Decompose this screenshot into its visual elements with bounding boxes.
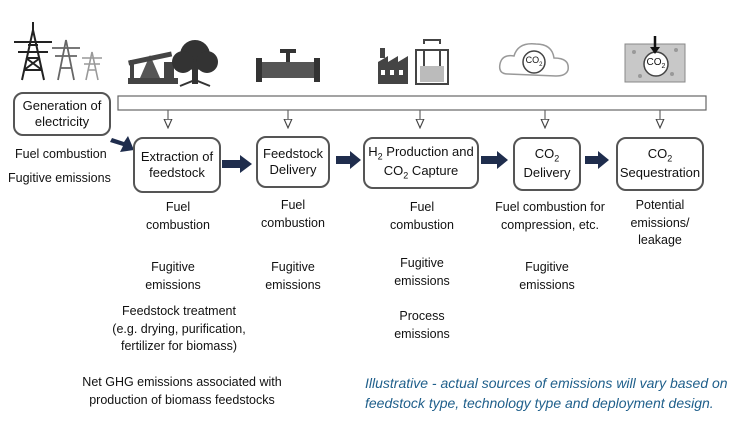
- extraction-of-feedstock-box: Extraction of feedstock: [133, 137, 221, 193]
- delivery-label: Feedstock Delivery: [263, 145, 323, 177]
- generation-fugitive-emissions: Fugitive emissions: [8, 171, 111, 185]
- flow-arrow: [336, 151, 361, 169]
- factory-icon: [378, 48, 408, 84]
- generation-of-electricity-box: Generation of electricity: [13, 92, 111, 136]
- feedstock-delivery-box: Feedstock Delivery: [256, 136, 330, 188]
- flow-arrow: [585, 151, 609, 169]
- extraction-feedstock-treatment: Feedstock treatment (e.g. drying, purifi…: [112, 304, 246, 353]
- co2-delivery-fuel-combustion: Fuel combustion for compression, etc.: [495, 200, 605, 232]
- co2-storage-label: CO2: [646, 57, 666, 70]
- tree-icon: [172, 40, 218, 87]
- note-line-1: Illustrative - actual sources of emissio…: [365, 375, 728, 391]
- illustrative-note: Illustrative - actual sources of emissio…: [365, 373, 750, 414]
- co2-cloud-icon: [498, 43, 569, 77]
- electricity-distribution-lines: [117, 95, 707, 124]
- flow-arrow: [110, 136, 134, 152]
- h2-production-box: H2 Production and CO2 Capture: [363, 137, 479, 189]
- generation-label: Generation of electricity: [22, 97, 102, 129]
- delivery-fugitive-emissions: Fugitive emissions: [265, 260, 321, 292]
- note-line-2: feedstock type, technology type and depl…: [365, 395, 714, 412]
- extraction-fuel-combustion: Fuel combustion: [146, 200, 210, 232]
- h2-process-emissions: Process emissions: [394, 309, 450, 341]
- extraction-label: Extraction of feedstock: [140, 148, 214, 180]
- oil-pump-icon: [128, 51, 178, 84]
- extraction-fugitive-emissions: Fugitive emissions: [145, 260, 201, 292]
- transmission-tower-icon: [82, 51, 102, 81]
- co2-cloud-label: CO2: [525, 55, 543, 68]
- co2-sequestration-box: CO2 Sequestration: [616, 137, 704, 191]
- electrolyzer-icon: [415, 39, 449, 85]
- transmission-tower-icon: [52, 39, 80, 81]
- h2-production-label: H2 Production and CO2 Capture: [368, 144, 474, 181]
- co2-delivery-box: CO2 Delivery: [513, 137, 581, 191]
- flow-arrow: [481, 151, 508, 169]
- co2-sequestration-label: CO2 Sequestration: [619, 146, 701, 181]
- sequestration-potential-emissions: Potential emissions/ leakage: [630, 198, 690, 247]
- co2-storage-icon: [624, 36, 686, 83]
- delivery-fuel-combustion: Fuel combustion: [261, 198, 325, 230]
- extraction-net-ghg: Net GHG emissions associated with produc…: [82, 375, 282, 407]
- generation-fuel-combustion: Fuel combustion: [15, 147, 107, 161]
- transmission-tower-icon: [14, 22, 52, 81]
- co2-delivery-label: CO2 Delivery: [523, 146, 571, 181]
- flow-arrow: [222, 155, 252, 173]
- pipeline-icon: [256, 49, 320, 82]
- h2-fugitive-emissions: Fugitive emissions: [394, 256, 450, 288]
- h2-fuel-combustion: Fuel combustion: [390, 200, 454, 232]
- co2-delivery-fugitive-emissions: Fugitive emissions: [519, 260, 575, 292]
